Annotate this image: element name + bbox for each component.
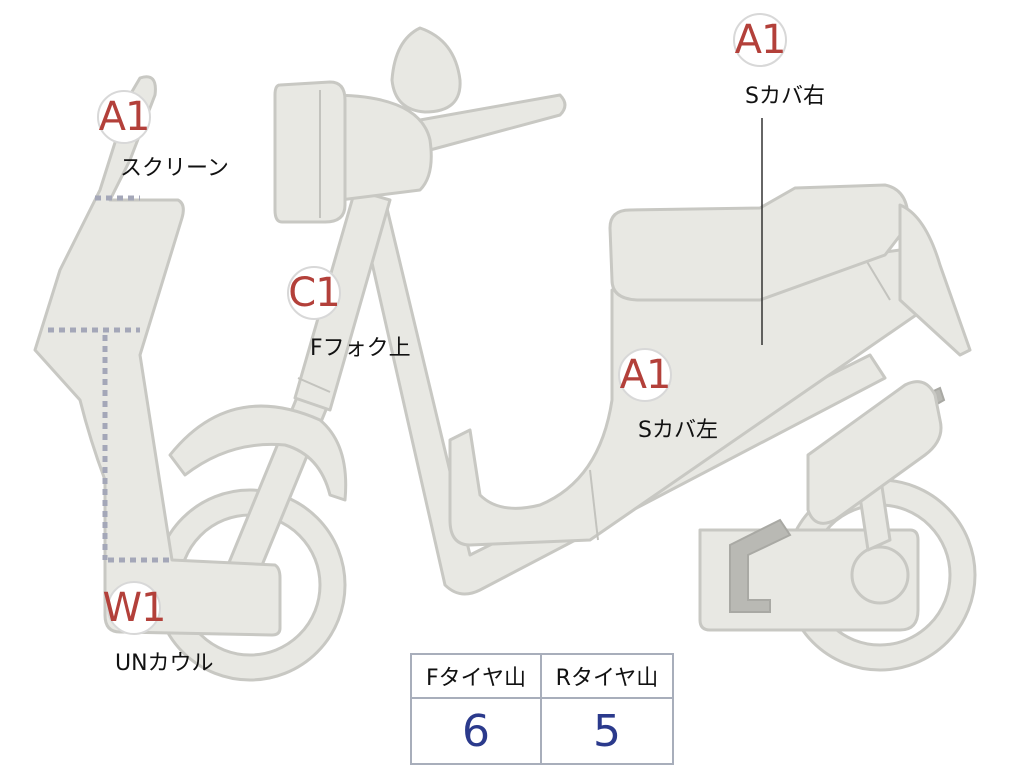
label-fork-upper-text: Fフォク上 xyxy=(310,336,411,361)
label-side-cover-right-code: A1 xyxy=(735,17,786,63)
rear-tire-value: 5 xyxy=(593,705,621,757)
label-side-cover-right-text: Sカバ右 xyxy=(745,84,825,109)
label-under-cowl-code: W1 xyxy=(103,585,166,631)
front-tire-value: 6 xyxy=(412,699,542,763)
muffler xyxy=(806,380,943,525)
label-fork-upper: C1 Fフォク上 xyxy=(287,266,411,361)
side-cover xyxy=(448,248,947,547)
engine-unit xyxy=(698,518,920,632)
front-shield xyxy=(33,75,282,637)
seat xyxy=(608,183,910,302)
handlebar-headlight xyxy=(273,26,567,224)
tire-tread-table: Fタイヤ山 Rタイヤ山 6 5 xyxy=(410,653,674,765)
label-side-cover-left-code: A1 xyxy=(620,352,671,398)
label-side-cover-left: A1 Sカバ左 xyxy=(618,348,718,443)
label-side-cover-left-text: Sカバ左 xyxy=(638,418,718,443)
label-side-cover-right: A1 Sカバ右 xyxy=(733,13,825,109)
rear-fender xyxy=(898,203,972,357)
label-screen-code: A1 xyxy=(99,94,150,140)
label-under-cowl: W1 UNカウル xyxy=(103,581,214,676)
label-screen-text: スクリーン xyxy=(120,156,229,181)
rear-tire-header: Rタイヤ山 xyxy=(542,655,672,699)
label-screen: A1 スクリーン xyxy=(97,90,229,181)
front-fender xyxy=(168,404,348,502)
label-under-cowl-text: UNカウル xyxy=(115,651,214,676)
front-tire-header: Fタイヤ山 xyxy=(412,655,542,699)
label-fork-upper-code: C1 xyxy=(288,270,339,316)
